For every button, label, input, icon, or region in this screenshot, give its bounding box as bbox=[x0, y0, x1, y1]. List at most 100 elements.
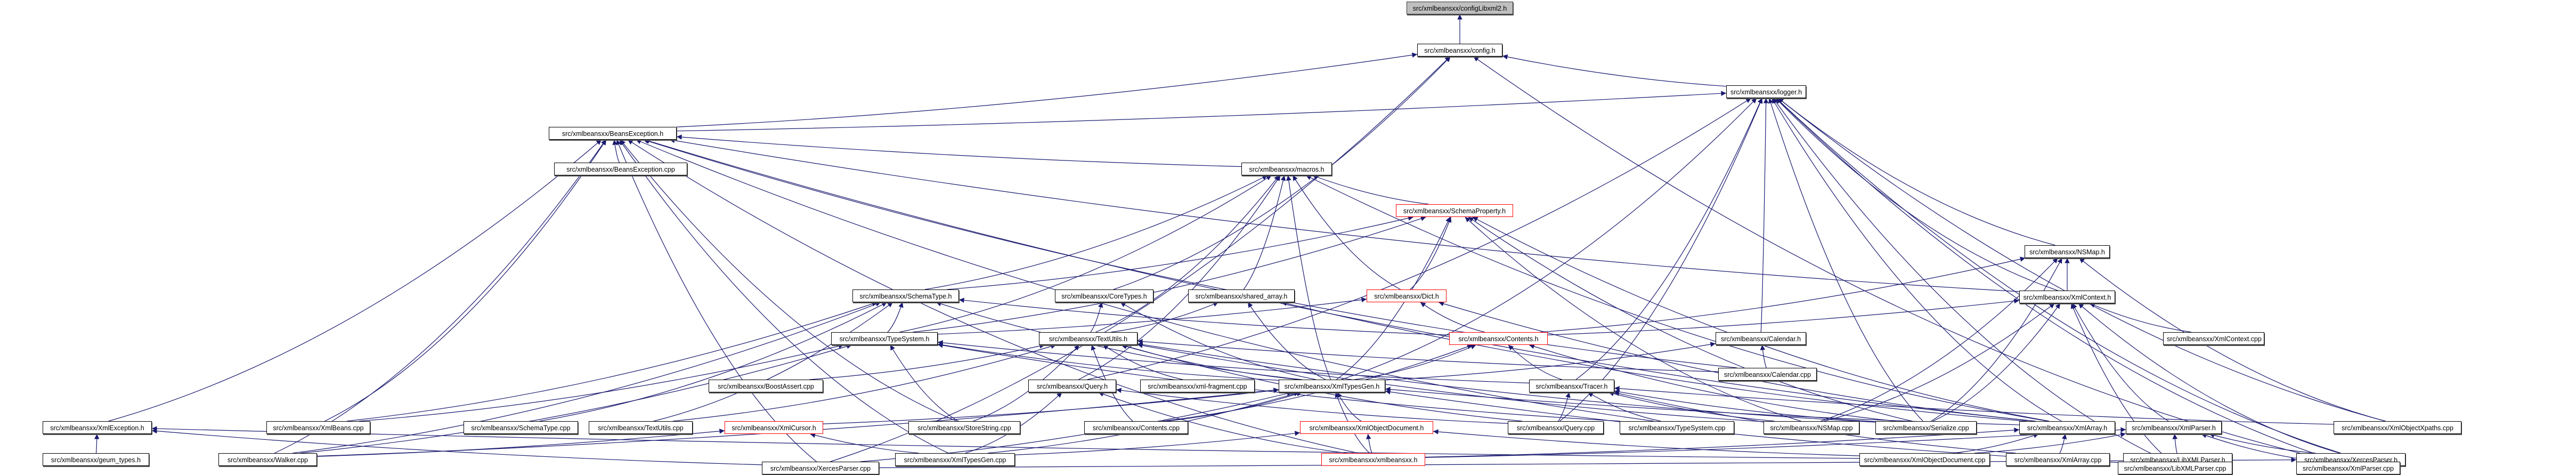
node-XmlTypesGen-h[interactable]: src/xmlbeansxx/XmlTypesGen.h bbox=[1279, 380, 1385, 392]
edge-macros-to-BeansExceptionH bbox=[676, 134, 1242, 167]
node-BoostAssert-cpp[interactable]: src/xmlbeansxx/BoostAssert.cpp bbox=[709, 380, 823, 392]
node-SchemaType-cpp[interactable]: src/xmlbeansxx/SchemaType.cpp bbox=[464, 421, 578, 434]
edge-XmlTypesGenH-to-TextUtilsH bbox=[1121, 344, 1299, 380]
edge-NSMapCpp-to-TracerH bbox=[1608, 391, 1775, 422]
node-CoreTypes[interactable]: src/xmlbeansxx/CoreTypes.h bbox=[1055, 289, 1153, 302]
edge-XmlObjectDocumentCpp-to-XmlObjectDocumentH bbox=[1433, 429, 1860, 456]
node-XmlTypesGen-cpp[interactable]: src/xmlbeansxx/XmlTypesGen.cpp bbox=[895, 453, 1015, 466]
node-BeansException-h[interactable]: src/xmlbeansxx/BeansException.h bbox=[549, 127, 677, 140]
node-XercesParser-cpp[interactable]: src/xmlbeansxx/XercesParser.cpp bbox=[762, 462, 879, 474]
node-XmlContext-cpp[interactable]: src/xmlbeansxx/XmlContext.cpp bbox=[2163, 332, 2264, 345]
node-TextUtils-cpp[interactable]: src/xmlbeansxx/TextUtils.cpp bbox=[589, 421, 693, 434]
node-BeansException-cpp[interactable]: src/xmlbeansxx/BeansException.cpp bbox=[554, 163, 687, 175]
node-Tracer-h[interactable]: src/xmlbeansxx/Tracer.h bbox=[1529, 380, 1614, 392]
edge-XmlTypesGenH-to-macros bbox=[1286, 175, 1331, 380]
node-XmlCursor-h[interactable]: src/xmlbeansxx/XmlCursor.h bbox=[725, 421, 823, 434]
node-LibXMLParser-cpp[interactable]: src/xmlbeansxx/LibXMLParser.cpp bbox=[2118, 462, 2232, 474]
node-xmlbeansxx-h[interactable]: src/xmlbeansxx/xmlbeansxx.h bbox=[1321, 453, 1425, 466]
edge-TextUtilsH-to-shared_array bbox=[1111, 302, 1219, 333]
edge-XmlObjectXpaths-to-logger bbox=[1778, 98, 2386, 422]
node-macros[interactable]: src/xmlbeansxx/macros.h bbox=[1241, 163, 1332, 175]
edge-XmlContextCpp-to-XmlContext bbox=[2090, 303, 2191, 333]
edge-QueryH-to-macros bbox=[1078, 175, 1281, 380]
node-SchemaProperty[interactable]: src/xmlbeansxx/SchemaProperty.h bbox=[1396, 204, 1513, 217]
edge-WalkerCpp-to-TypeSystemH bbox=[300, 344, 852, 454]
node-Calendar-cpp[interactable]: src/xmlbeansxx/Calendar.cpp bbox=[1718, 368, 1817, 381]
edge-CalendarH-to-logger bbox=[1760, 98, 1769, 333]
edge-XmlArrayH-to-logger bbox=[1771, 98, 2062, 422]
edge-XmlContext-to-BeansExceptionH bbox=[669, 138, 2020, 292]
node-StoreString-cpp[interactable]: src/xmlbeansxx/StoreString.cpp bbox=[908, 421, 1020, 434]
node-Contents-cpp[interactable]: src/xmlbeansxx/Contents.cpp bbox=[1084, 421, 1188, 434]
edge-BeansExceptionH-to-logger bbox=[676, 91, 1727, 132]
node-Contents-h[interactable]: src/xmlbeansxx/Contents.h bbox=[1449, 332, 1548, 345]
edge-XmlTypesGenH-to-CalendarH bbox=[1385, 342, 1716, 381]
node-XmlArray-cpp[interactable]: src/xmlbeansxx/XmlArray.cpp bbox=[2006, 453, 2110, 466]
edge-ContentsH-to-XmlContext bbox=[1547, 298, 2020, 335]
edge-XmlTypesGenCpp-to-XmlObjectDocumentH bbox=[1014, 431, 1301, 455]
node-XmlObjectDocument-h[interactable]: src/xmlbeansxx/XmlObjectDocument.h bbox=[1300, 421, 1433, 434]
edge-TypeSystemCpp-to-TracerH bbox=[1588, 392, 1661, 422]
edge-shared_array-to-macros bbox=[1243, 175, 1286, 290]
edge-ContentsH-to-Dict bbox=[1420, 302, 1485, 333]
node-Query-h[interactable]: src/xmlbeansxx/Query.h bbox=[1028, 380, 1116, 392]
node-TypeSystem-h[interactable]: src/xmlbeansxx/TypeSystem.h bbox=[831, 332, 938, 345]
node-NSMap-h[interactable]: src/xmlbeansxx/NSMap.h bbox=[2025, 245, 2110, 258]
edge-XercesParserH-to-logger bbox=[1776, 98, 2341, 454]
edge-QueryCpp-to-QueryH bbox=[1116, 388, 1508, 424]
node-XmlObjectXpaths-cpp[interactable]: src/xmlbeansxx/XmlObjectXpaths.cpp bbox=[2334, 421, 2461, 434]
edge-XmlParserH-to-XmlContext bbox=[2072, 303, 2169, 422]
node-XmlParser-cpp[interactable]: src/xmlbeansxx/XmlParser.cpp bbox=[2296, 462, 2400, 474]
node-XmlArray-h[interactable]: src/xmlbeansxx/XmlArray.h bbox=[2019, 421, 2115, 434]
edge-XmlParserCpp-to-logger bbox=[1776, 98, 2339, 462]
edge-xmlbeansxxH-to-XmlParserH bbox=[1425, 427, 2126, 458]
edge-BeansExceptionCpp-to-BeansExceptionH bbox=[612, 139, 620, 163]
node-XmlException-h[interactable]: src/xmlbeansxx/XmlException.h bbox=[43, 421, 152, 434]
edge-WalkerCpp-to-BeansExceptionH bbox=[274, 139, 606, 454]
node-SchemaType-h[interactable]: src/xmlbeansxx/SchemaType.h bbox=[852, 289, 959, 302]
node-xml-fragment-cpp[interactable]: src/xmlbeansxx/xml-fragment.cpp bbox=[1140, 380, 1255, 392]
edge-TypeSystemH-to-SchemaTypeH bbox=[887, 302, 904, 333]
edge-XmlObjectDocumentCpp-to-XmlParserH bbox=[1974, 432, 2126, 454]
node-XmlParser-h[interactable]: src/xmlbeansxx/XmlParser.h bbox=[2126, 421, 2222, 434]
node-XmlObjectDocument-cpp[interactable]: src/xmlbeansxx/XmlObjectDocument.cpp bbox=[1859, 453, 1990, 466]
node-XmlBeans-cpp[interactable]: src/xmlbeansxx/XmlBeans.cpp bbox=[266, 421, 370, 434]
edge-TypeSystemCpp-to-BeansExceptionH bbox=[636, 139, 1654, 422]
node-NSMap-cpp[interactable]: src/xmlbeansxx/NSMap.cpp bbox=[1764, 421, 1859, 434]
edge-CalendarCpp-to-TextUtilsH bbox=[1137, 339, 1719, 372]
edge-TypeSystemH-to-SchemaProperty bbox=[913, 216, 1426, 333]
edge-SchemaTypeH-to-macros bbox=[924, 175, 1268, 290]
node-Dict[interactable]: src/xmlbeansxx/Dict.h bbox=[1367, 289, 1447, 302]
edge-CalendarCpp-to-BeansExceptionH bbox=[643, 139, 1737, 368]
edge-XmlTypesGenH-to-shared_array bbox=[1247, 302, 1326, 380]
edge-SchemaTypeCpp-to-SchemaTypeH bbox=[539, 302, 888, 422]
edge-XercesParserH-to-XmlParserH bbox=[2209, 432, 2316, 454]
edge-XmlBeansCpp-to-SchemaTypeH bbox=[346, 301, 877, 422]
node-configLibxml2[interactable]: src/xmlbeansxx/configLibxml2.h bbox=[1407, 2, 1513, 14]
edge-SerializeCpp-to-SchemaProperty bbox=[1468, 216, 1913, 422]
edge-XmlTypesGenH-to-logger bbox=[1341, 98, 1757, 380]
edge-NSMapCpp-to-TextUtilsH bbox=[1137, 343, 1764, 422]
node-XmlContext-h[interactable]: src/xmlbeansxx/XmlContext.h bbox=[2019, 291, 2115, 303]
edge-XmlExceptionH-to-BeansExceptionH bbox=[108, 139, 602, 422]
edge-TextUtilsCpp-to-TextUtilsH bbox=[672, 344, 1057, 422]
node-TextUtils-h[interactable]: src/xmlbeansxx/TextUtils.h bbox=[1039, 332, 1137, 345]
node-config[interactable]: src/xmlbeansxx/config.h bbox=[1417, 44, 1502, 57]
node-geum-types-h[interactable]: src/xmlbeansxx/geum_types.h bbox=[43, 453, 149, 466]
edge-XmlArrayH-to-BeansExceptionH bbox=[644, 139, 2036, 422]
edge-XmlTypesGenH-to-ContentsH bbox=[1354, 344, 1476, 380]
edge-WalkerCpp-to-XmlCursorH bbox=[316, 428, 725, 457]
node-Query-cpp[interactable]: src/xmlbeansxx/Query.cpp bbox=[1508, 421, 1604, 434]
edge-geum_types-to-XmlExceptionH bbox=[94, 433, 100, 454]
node-Serialize-cpp[interactable]: src/xmlbeansxx/Serialize.cpp bbox=[1875, 421, 1977, 434]
edge-logger-to-config bbox=[1502, 54, 1727, 87]
edge-QueryCpp-to-TracerH bbox=[1558, 392, 1571, 422]
node-TypeSystem-cpp[interactable]: src/xmlbeansxx/TypeSystem.cpp bbox=[1620, 421, 1734, 434]
edge-XmlObjectDocumentH-to-XmlTypesGenH bbox=[1337, 392, 1362, 422]
node-Walker-cpp[interactable]: src/xmlbeansxx/Walker.cpp bbox=[218, 453, 317, 466]
node-logger[interactable]: src/xmlbeansxx/logger.h bbox=[1726, 85, 1806, 98]
edge-TypeSystemCpp-to-TypeSystemH bbox=[937, 343, 1620, 422]
node-shared-array[interactable]: src/xmlbeansxx/shared_array.h bbox=[1188, 289, 1295, 302]
node-Calendar-h[interactable]: src/xmlbeansxx/Calendar.h bbox=[1716, 332, 1806, 345]
